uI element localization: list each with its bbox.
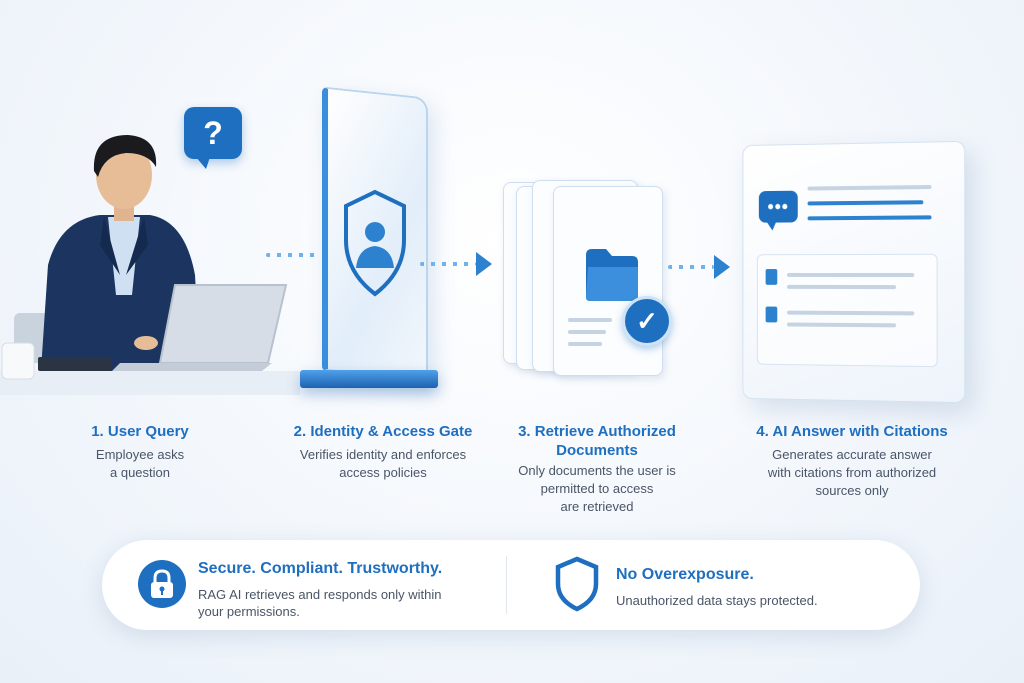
document-icon — [765, 269, 778, 285]
document-line — [568, 342, 602, 346]
chat-bubble-icon: ••• — [758, 190, 798, 223]
step-3-desc-line: permitted to access — [540, 481, 654, 496]
answer-line — [807, 215, 932, 221]
connector-dots-2 — [420, 262, 476, 266]
step-1-title: 1. User Query — [91, 423, 189, 440]
answer-line — [807, 184, 932, 191]
gate-base — [300, 370, 438, 388]
banner-right-title: No Overexposure. — [616, 566, 754, 583]
citation-line — [787, 284, 897, 290]
citation-line — [787, 322, 897, 328]
step-4-desc-line: with citations from authorized — [767, 465, 937, 480]
step-3-title: 3. Retrieve Authorized Documents — [492, 422, 702, 460]
step-1-desc-line: a question — [110, 465, 170, 480]
security-banner: Secure. Compliant. Trustworthy. RAG AI r… — [102, 540, 920, 630]
step-1-description: Employee asks a question — [60, 446, 220, 482]
step-2-desc-line: Verifies identity and enforces — [299, 447, 467, 462]
user-shield-icon — [344, 189, 406, 297]
banner-right-text: Unauthorized data stays protected. — [616, 593, 818, 608]
banner-left-text: RAG AI retrieves and responds only withi… — [198, 586, 442, 620]
folder-icon — [586, 249, 638, 301]
connector-dots-1 — [266, 253, 316, 257]
banner-left-text-line: your permissions. — [198, 604, 300, 619]
step-4-description: Generates accurate answer with citations… — [732, 446, 972, 500]
step-4-title: 4. AI Answer with Citations — [756, 423, 948, 440]
step-3-desc-line: are retrieved — [560, 499, 634, 514]
step-2-desc-line: access policies — [339, 465, 427, 480]
step-3-title-line: 3. Retrieve Authorized — [518, 423, 676, 440]
step-3-desc-line: Only documents the user is — [518, 463, 676, 478]
banner-left-text-line: RAG AI retrieves and responds only withi… — [198, 587, 442, 602]
arrow-right-icon — [476, 252, 492, 276]
document-line — [568, 330, 606, 334]
document-line — [568, 318, 612, 322]
banner-divider — [506, 556, 507, 614]
arrow-right-icon — [714, 255, 730, 279]
answer-line — [807, 200, 924, 206]
banner-left-title: Secure. Compliant. Trustworthy. — [198, 560, 443, 577]
answer-panel: ••• — [742, 140, 966, 404]
step-3-description: Only documents the user is permitted to … — [492, 462, 702, 516]
citation-line — [787, 310, 915, 316]
shield-icon — [555, 556, 599, 612]
employee-illustration — [0, 135, 300, 395]
document-icon — [765, 306, 778, 323]
step-1-desc-line: Employee asks — [95, 447, 185, 462]
step-3-title-line: Documents — [556, 442, 638, 459]
step-2-title: 2. Identity & Access Gate — [293, 423, 473, 440]
connector-dots-3 — [668, 265, 714, 269]
question-bubble-icon: ? — [184, 107, 242, 169]
citations-box — [756, 253, 938, 368]
step-2-description: Verifies identity and enforces access po… — [268, 446, 498, 482]
citation-line — [787, 272, 915, 278]
check-circle-icon: ✓ — [622, 296, 672, 346]
step-4-desc-line: Generates accurate answer — [772, 447, 932, 462]
step-4-desc-line: sources only — [815, 483, 889, 498]
lock-icon — [138, 560, 186, 608]
